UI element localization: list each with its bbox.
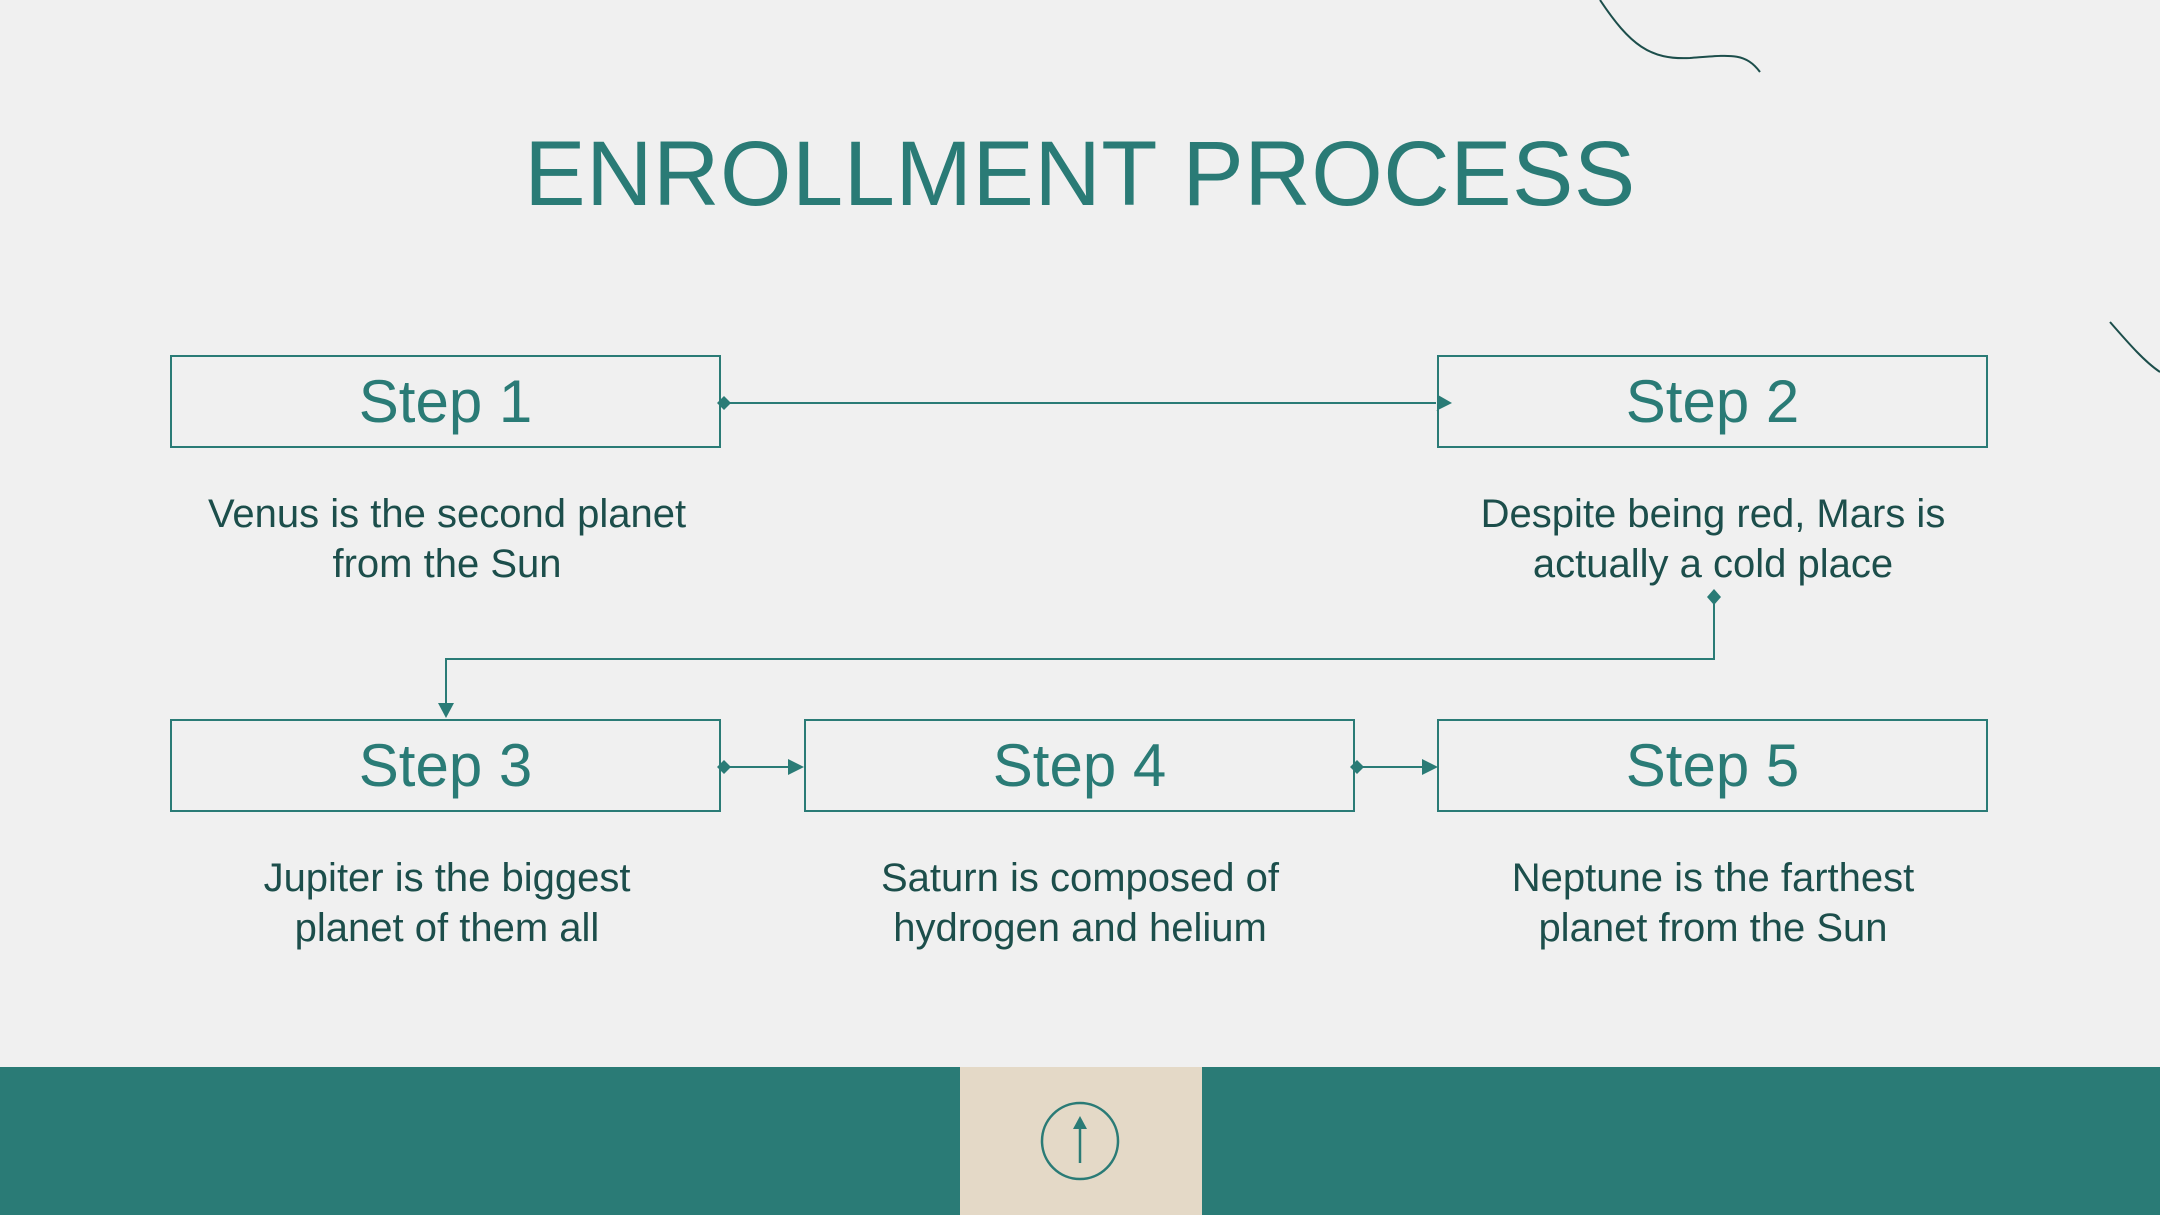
arrow-up-icon [1040,1101,1120,1181]
connector-step2-step3-start [1707,589,1721,605]
step-4-description: Saturn is composed of hydrogen and heliu… [780,853,1380,953]
decorative-curve-top [1599,0,1761,73]
step-4-box: Step 4 [804,719,1355,812]
step-2-description: Despite being red, Mars is actually a co… [1413,489,2013,589]
connector-step1-step2-arrow [1436,395,1452,411]
step-1-description-line1: Venus is the second planet [207,492,687,536]
decorative-curve-right [2109,321,2160,373]
step-3-label: Step 3 [358,732,533,799]
step-3-description-line2: planet of them all [294,906,600,950]
step-5-description: Neptune is the farthest planet from the … [1413,853,2013,953]
step-5-description-line1: Neptune is the farthest [1511,856,1915,900]
step-2-label: Step 2 [1625,368,1800,435]
step-4-description-line2: hydrogen and helium [893,906,1267,950]
step-2-description-line1: Despite being red, Mars is [1480,492,1946,536]
page-title: ENROLLMENT PROCESS [524,123,1636,225]
step-1-label: Step 1 [358,368,533,435]
step-1-description: Venus is the second planet from the Sun [147,489,747,589]
step-1-description-line2: from the Sun [332,542,562,586]
step-1-box: Step 1 [170,355,721,448]
step-3-description: Jupiter is the biggest planet of them al… [147,853,747,953]
step-3-description-line1: Jupiter is the biggest [263,856,631,900]
connector-step2-step3 [445,598,1715,706]
footer-band-right [1202,1067,2160,1215]
connector-step3-step4-arrow [788,759,804,775]
scroll-up-button[interactable] [1040,1101,1120,1181]
step-2-description-line2: actually a cold place [1532,542,1894,586]
step-5-label: Step 5 [1625,732,1800,799]
step-3-box: Step 3 [170,719,721,812]
step-5-description-line2: planet from the Sun [1538,906,1888,950]
step-4-label: Step 4 [992,732,1167,799]
step-5-box: Step 5 [1437,719,1988,812]
connector-step4-step5-arrow [1422,759,1438,775]
footer-band-left [0,1067,960,1215]
step-4-description-line1: Saturn is composed of [881,856,1279,900]
step-2-box: Step 2 [1437,355,1988,448]
connector-step2-step3-arrow [438,703,454,718]
